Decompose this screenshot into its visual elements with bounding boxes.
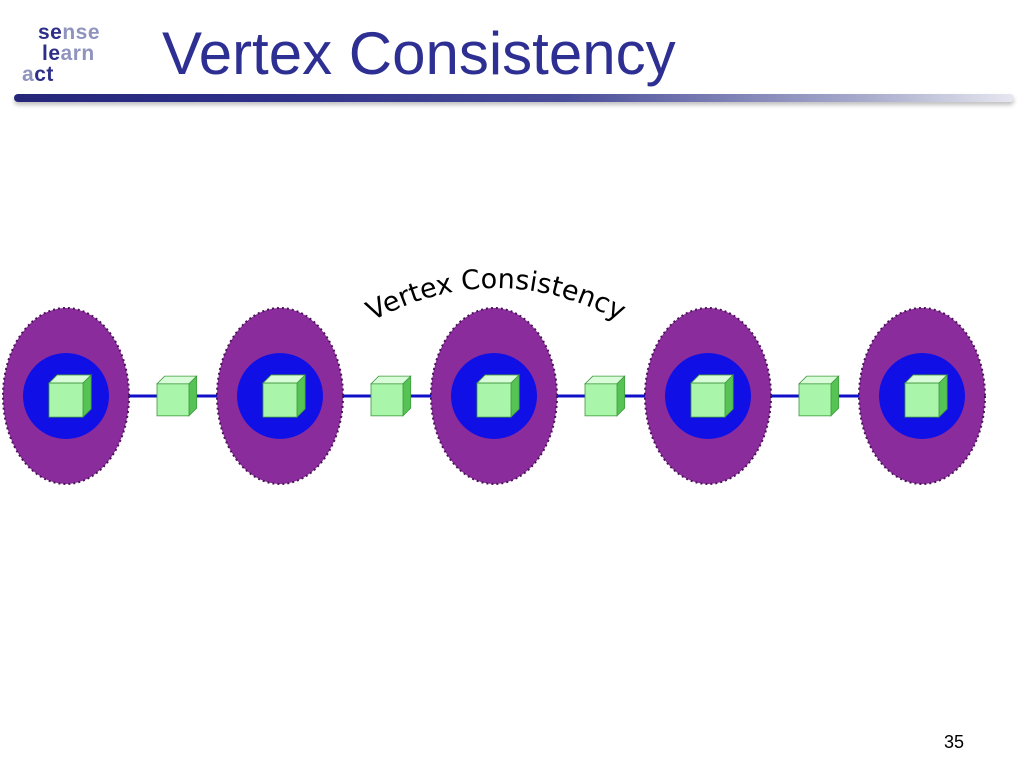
logo-line-act: act xyxy=(22,63,54,86)
cube-front-face xyxy=(262,382,298,418)
title-underline xyxy=(14,94,1014,102)
vertex-cube-icon xyxy=(904,373,949,419)
cube-front-face xyxy=(690,382,726,418)
edge-factor-3 xyxy=(584,375,626,417)
nodes-layer xyxy=(2,307,986,485)
cube-front-face xyxy=(798,383,832,417)
vertex-cube-icon xyxy=(690,373,735,419)
cube-front-face xyxy=(370,383,404,417)
edge-cube-icon xyxy=(584,375,626,417)
cube-front-face xyxy=(48,382,84,418)
vertex-node-5 xyxy=(858,307,986,485)
vertex-node-4 xyxy=(644,307,772,485)
edge-factor-2 xyxy=(370,375,412,417)
edge-factor-1 xyxy=(156,375,198,417)
logo-line-sense: sense xyxy=(38,21,101,44)
vertex-node-1 xyxy=(2,307,130,485)
logo: sense learn act xyxy=(22,22,122,88)
cube-front-face xyxy=(904,382,940,418)
edge-cube-icon xyxy=(156,375,198,417)
vertex-cube-icon xyxy=(476,373,521,419)
vertex-node-2 xyxy=(216,307,344,485)
cube-front-face xyxy=(476,382,512,418)
logo-line-learn: learn xyxy=(42,42,95,65)
edge-cube-icon xyxy=(798,375,840,417)
cube-front-face xyxy=(156,383,190,417)
factor-chain-diagram: Vertex Consistency xyxy=(2,264,986,485)
cube-front-face xyxy=(584,383,618,417)
page-number: 35 xyxy=(943,732,964,752)
slide-title: Vertex Consistency xyxy=(162,20,676,87)
vertex-node-3 xyxy=(430,307,558,485)
edge-factor-4 xyxy=(798,375,840,417)
vertex-cube-icon xyxy=(262,373,307,419)
vertex-cube-icon xyxy=(48,373,93,419)
edge-cube-icon xyxy=(370,375,412,417)
